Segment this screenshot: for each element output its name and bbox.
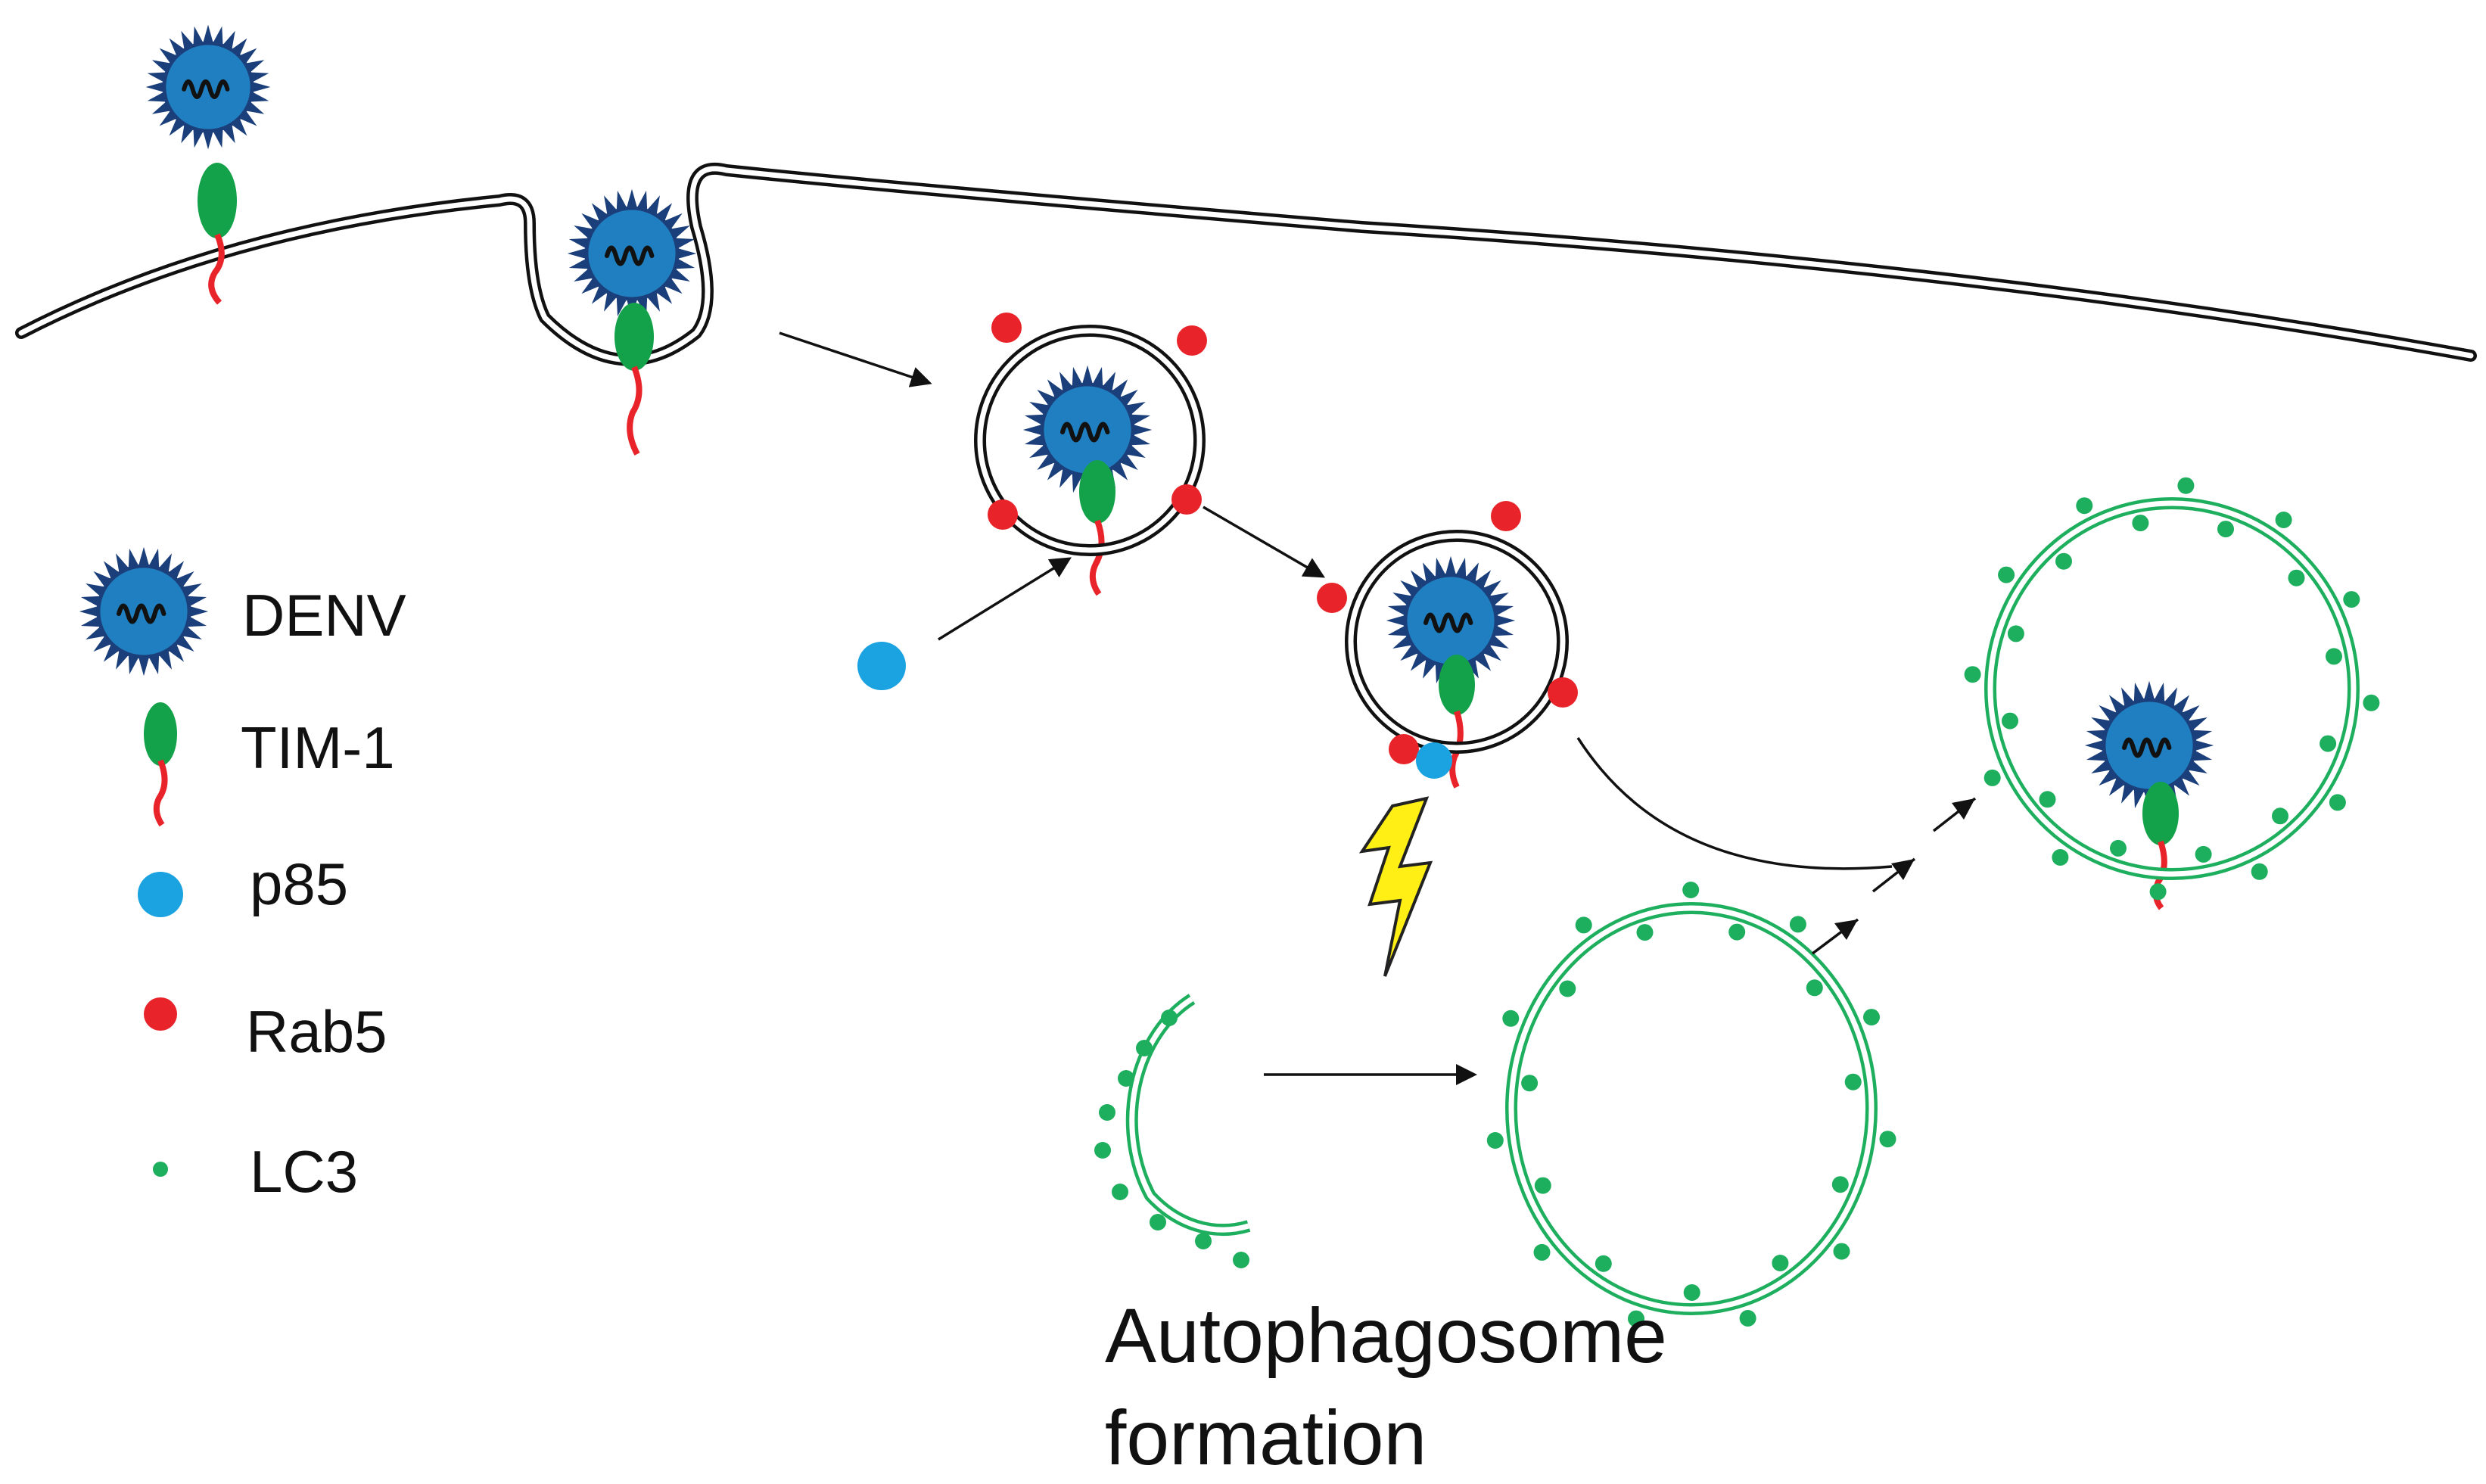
legend-rab5-icon (144, 997, 177, 1031)
caption-line-2: formation (1105, 1395, 1427, 1481)
p85-free (857, 642, 906, 690)
lc3-dot (2251, 863, 2268, 880)
lc3-dot (1728, 923, 1746, 941)
arrow-early-to-late-endosome (1203, 506, 1326, 578)
lc3-dot (1984, 769, 2001, 786)
lc3-dot (1533, 1243, 1551, 1261)
lc3-dot (1863, 1009, 1880, 1026)
tim1-receptor-autophagosome (2142, 782, 2179, 910)
cell-membrane-inner (18, 166, 2474, 363)
lc3-dot (1806, 979, 1823, 997)
legend-label-p85: p85 (250, 851, 348, 917)
lc3-dot (2076, 497, 2093, 515)
lc3-dot (1534, 1177, 1551, 1194)
lc3-dot (2055, 552, 2072, 570)
legend-label-rab5: Rab5 (246, 998, 387, 1065)
lc3-dot (1502, 1010, 1520, 1027)
legend-denv-icon (79, 546, 209, 677)
lc3-dot (1575, 916, 1592, 934)
lc3-dot (2039, 791, 2056, 808)
lc3-dot (1628, 1310, 1644, 1327)
rab5-dot (988, 499, 1018, 530)
lc3-dot (1964, 666, 1981, 683)
lc3-dot (1772, 1255, 1789, 1271)
arrow-p85-to-endosome (938, 557, 1072, 641)
lc3-dot (2272, 807, 2288, 825)
rab5-dot (1177, 325, 1207, 356)
lc3-dot (1636, 924, 1654, 941)
legend-label-denv: DENV (242, 582, 406, 649)
tim1-receptor-invaginating (614, 303, 654, 456)
lc3-dot (1789, 916, 1806, 933)
lc3-dot (1844, 1073, 1862, 1090)
lc3-dot (2052, 849, 2069, 866)
lc3-dot (2275, 512, 2292, 528)
arrow-invagination-to-endosome (779, 331, 932, 387)
lc3-dot (2132, 515, 2149, 532)
denv-particle-invaginating (567, 188, 697, 319)
lc3-dot (1683, 1284, 1700, 1301)
lc3-dot (2320, 735, 2337, 752)
rab5-dot (1548, 677, 1578, 708)
lc3-dot (2326, 648, 2342, 665)
lc3-dot (2007, 625, 2024, 642)
dashed-arrow-autophagosome-fusion (1811, 797, 1977, 955)
lc3-dot (1833, 1243, 1850, 1260)
legend-tim1-icon (144, 702, 177, 827)
lc3-dot (2343, 591, 2360, 608)
tim1-receptor-late-endosome (1439, 655, 1475, 789)
tim1-receptor-free (198, 163, 237, 305)
lc3-dot (2329, 794, 2346, 811)
lc3-dot (2288, 569, 2305, 586)
rab5-dot (1317, 583, 1347, 613)
autophagosome-empty (1486, 882, 1896, 1327)
rab5-dot (1389, 734, 1419, 764)
lc3-dot (2177, 477, 2195, 494)
lc3-dot (1521, 1075, 1539, 1092)
lc3-dot (1739, 1310, 1756, 1327)
lc3-dot (2363, 694, 2380, 711)
arrows (779, 331, 1893, 1085)
rab5-dot (991, 313, 1022, 343)
legend-label-tim1: TIM-1 (241, 714, 395, 781)
legend-lc3-icon (153, 1162, 168, 1177)
lc3-dot (2195, 845, 2212, 863)
early-endosome (974, 313, 1207, 556)
lc3-dot (2217, 521, 2234, 538)
autophagosome-with-denv (1964, 477, 2380, 901)
legend: DENV TIM-1 p85 Rab5 LC3 (138, 582, 406, 1205)
lc3-dot (1879, 1131, 1896, 1148)
caption-line-1: Autophagosome (1105, 1293, 1667, 1379)
arrow-endosome-to-autophagosome (1576, 737, 1893, 870)
rab5-dot (1491, 501, 1521, 531)
p85-dot (1416, 742, 1452, 779)
lc3-dot (1595, 1255, 1612, 1272)
lc3-dot (2002, 712, 2018, 730)
lc3-dot (1682, 882, 1700, 898)
phagophore (1094, 994, 1251, 1268)
legend-p85-icon (138, 872, 183, 917)
late-endosome (1317, 501, 1578, 779)
lc3-dot (1998, 566, 2015, 583)
lc3-dot (1831, 1176, 1849, 1193)
lc3-dot (2149, 883, 2167, 901)
denv-particle-autophagosome (2084, 680, 2214, 810)
lc3-dot (1486, 1132, 1504, 1149)
tim1-receptor-early-endosome (1079, 460, 1115, 596)
legend-label-lc3: LC3 (250, 1138, 358, 1205)
cell-membrane (15, 162, 2477, 366)
denv-particle-late-endosome (1386, 555, 1516, 686)
lc3-dot (1559, 980, 1576, 997)
denv-particle-free (145, 24, 271, 150)
rab5-dot (1171, 484, 1202, 515)
lc3-dot (2110, 839, 2127, 857)
lightning-bolt-icon (1358, 796, 1433, 977)
